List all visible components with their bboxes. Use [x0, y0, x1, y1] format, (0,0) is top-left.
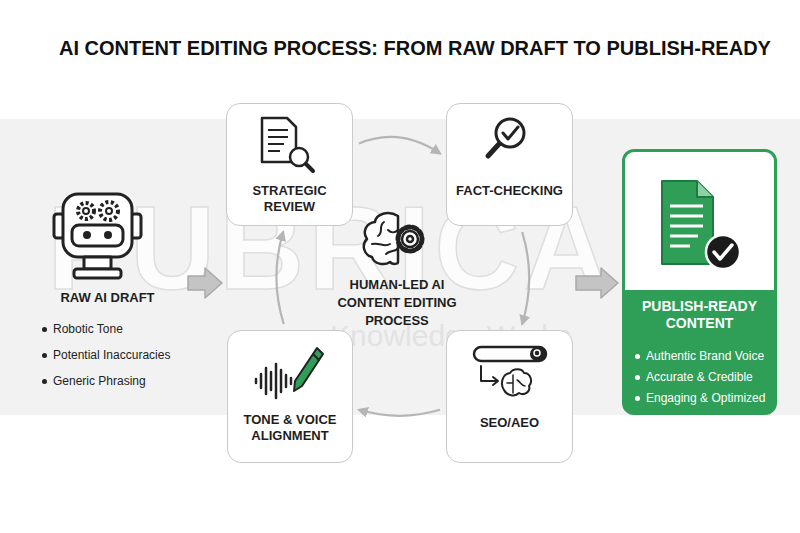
arrow-head: [493, 377, 498, 385]
pen-band: [313, 354, 319, 360]
search-bar-icon: [474, 347, 546, 395]
background-band: [0, 119, 800, 415]
bullet-dot: [635, 354, 640, 359]
bullet-text: Robotic Tone: [53, 322, 123, 336]
robot-gear-hub: [106, 208, 112, 214]
brain-gear-icon: [364, 213, 422, 264]
robot-icon: [54, 194, 141, 278]
brain-outline: [364, 213, 398, 264]
bullet-text: Accurate & Credible: [646, 370, 753, 384]
robot-eye: [104, 231, 112, 239]
magnifier-check-icon: [488, 119, 524, 156]
bullet-text: Potential Inaccuracies: [53, 348, 170, 362]
bullet-text: Authentic Brand Voice: [646, 349, 764, 363]
document-lines: [268, 130, 288, 151]
bullet-text: Engaging & Optimized: [646, 391, 765, 405]
bullet-dot: [635, 375, 640, 380]
bullet-text: Generic Phrasing: [53, 374, 146, 388]
robot-gear-hub: [83, 208, 89, 214]
sound-wave: [256, 364, 291, 398]
gear-hub: [407, 236, 413, 242]
cycle-arrow: [276, 232, 283, 324]
process-box: TONE & VOICE ALIGNMENT: [227, 330, 353, 463]
cycle-arrow-line: [359, 410, 440, 416]
robot-head: [63, 194, 132, 257]
search-bar: [474, 347, 546, 361]
bullet-dot: [42, 327, 47, 332]
node-label: SEO/AEO: [447, 415, 572, 431]
robot-eye: [83, 231, 91, 239]
small-brain: [502, 369, 531, 395]
cycle-arrow: [359, 137, 440, 153]
cycle-arrow-line: [276, 232, 283, 324]
document-fold: [697, 181, 713, 197]
block-arrow-shape: [188, 268, 222, 298]
bullet-dot: [42, 353, 47, 358]
pen-shape: [294, 348, 323, 391]
bullet-dot: [635, 396, 640, 401]
block-arrow-shape: [576, 268, 618, 298]
cycle-arrow: [522, 232, 529, 324]
robot-body: [74, 269, 121, 278]
robot-gear: [78, 203, 94, 219]
gear-body: [402, 231, 418, 247]
brain-folds: [372, 222, 398, 254]
robot-neck: [84, 257, 111, 269]
bullet-dot: [42, 379, 47, 384]
node-label: FACT-CHECKING: [447, 183, 572, 199]
waveform-pen-icon: [256, 348, 323, 398]
diagram-title: AI CONTENT EDITING PROCESS: FROM RAW DRA…: [0, 35, 800, 61]
document-search-icon: [262, 118, 313, 171]
magnifier-handle: [306, 164, 313, 171]
brain-folds: [507, 375, 525, 393]
cycle-arrow-line: [522, 232, 529, 324]
node-label: PUBLISH-READY CONTENT: [625, 298, 774, 332]
publish-document-icon: [662, 181, 740, 269]
check-badge: [706, 235, 740, 269]
node-label: STRATEGIC REVIEW: [227, 183, 352, 215]
block-arrow: [188, 268, 222, 298]
block-arrow: [576, 268, 618, 298]
center-label: HUMAN-LED AI CONTENT EDITING PROCESS: [332, 276, 462, 330]
search-button: [530, 347, 546, 361]
gear-teeth: [398, 227, 422, 251]
magnifier-handle: [488, 144, 499, 156]
node-label: RAW AI DRAFT: [30, 290, 185, 306]
check-mark: [714, 245, 732, 259]
cycle-arrow: [359, 410, 440, 416]
cycle-arrow-line: [359, 137, 440, 153]
check-mark: [503, 127, 518, 139]
document-lines: [670, 206, 703, 246]
robot-gear: [100, 202, 118, 220]
node-label: TONE & VOICE ALIGNMENT: [228, 412, 352, 444]
search-magnifier: [534, 350, 540, 356]
robot-visor: [72, 225, 123, 246]
